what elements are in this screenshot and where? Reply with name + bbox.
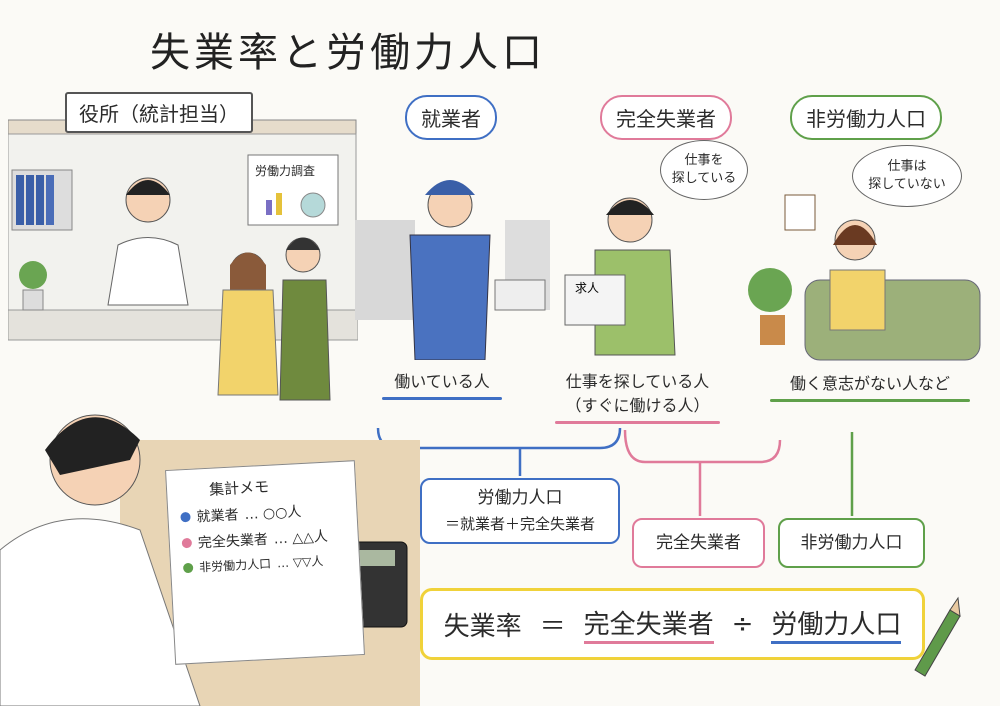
underline: [555, 421, 720, 424]
unemployed-bracket: [623, 429, 782, 516]
memo-row-unemployed: 完全失業者… △△人: [181, 525, 346, 554]
job-seeker-illustration: 求人: [564, 197, 676, 356]
office-sign: 役所（統計担当）: [65, 92, 253, 133]
poster-title: 労働力調査: [255, 164, 316, 178]
unemployed-label: 完全失業者: [600, 95, 732, 140]
formula-equals: ＝: [539, 611, 566, 642]
thought-line: 仕事は: [887, 159, 927, 174]
not-in-labor-force-label: 非労働力人口: [790, 95, 942, 140]
unemployment-rate-formula: 失業率 ＝ 完全失業者 ÷ 労働力人口: [420, 588, 925, 660]
formula-lhs: 失業率: [443, 611, 522, 642]
office-scene-illustration: [8, 119, 358, 401]
unemployed-box: 完全失業者: [632, 518, 765, 568]
thought-bubble-searching: 仕事を探している: [660, 140, 748, 200]
employed-label: 就業者: [405, 95, 497, 140]
pink-dot-icon: [181, 537, 193, 549]
memo-row-employed: 就業者… ○○人: [180, 499, 345, 528]
formula-divide: ÷: [731, 609, 754, 639]
labor-force-bracket: [376, 427, 622, 476]
formula-denominator: 労働力人口: [771, 604, 902, 644]
caption-line: （すぐに働ける人）: [565, 396, 710, 415]
blue-dot-icon: [180, 511, 191, 523]
caption-line: 仕事を探している人: [565, 372, 710, 391]
labor-force-definition: ＝就業者＋完全失業者: [444, 515, 595, 533]
underline: [770, 399, 970, 402]
thought-line: 探している: [671, 171, 737, 186]
newspaper-heading: 求人: [575, 281, 599, 295]
unemployed-caption: 仕事を探している人 （すぐに働ける人）: [555, 370, 720, 424]
formula-numerator: 完全失業者: [583, 604, 714, 644]
caption-line: 働く意志がない人など: [789, 374, 950, 393]
thought-line: 探していない: [868, 177, 946, 192]
pencil-icon: [914, 596, 961, 677]
caption-line: 働いている人: [394, 372, 490, 391]
page-title: 失業率と労働力人口: [150, 30, 546, 76]
worker-illustration: [355, 180, 550, 360]
not-in-labor-force-caption: 働く意志がない人など: [770, 372, 970, 402]
memo-title: 集計メモ: [208, 477, 270, 499]
not-in-labor-force-box: 非労働力人口: [778, 518, 925, 568]
labor-force-box: 労働力人口 ＝就業者＋完全失業者: [420, 478, 620, 544]
underline: [382, 397, 502, 400]
employed-caption: 働いている人: [382, 370, 502, 400]
tally-memo: 集計メモ 就業者… ○○人 完全失業者… △△人 非労働力人口… ▽▽人: [165, 460, 365, 665]
thought-bubble-not-searching: 仕事は探していない: [852, 145, 962, 207]
thought-line: 仕事を: [684, 153, 724, 168]
green-dot-icon: [182, 562, 194, 573]
resting-person-illustration: [748, 194, 981, 361]
memo-row-not-in-labor-force: 非労働力人口… ▽▽人: [182, 551, 348, 577]
labor-force-title: 労働力人口: [477, 488, 563, 508]
